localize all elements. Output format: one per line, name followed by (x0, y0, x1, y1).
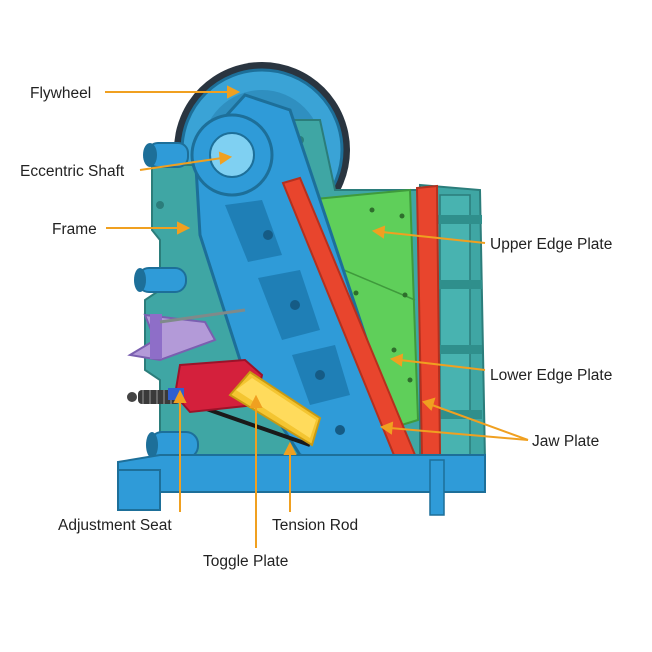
leader-lines (105, 85, 529, 548)
label-toggle-plate: Toggle Plate (203, 553, 288, 570)
fixed-jaw-plate-part (415, 184, 442, 460)
bracket-part (127, 308, 246, 362)
toggle-plate-part (228, 370, 322, 447)
leader-jaw-plate-2 (389, 427, 529, 441)
crusher-illustration (117, 62, 487, 516)
label-eccentric-shaft: Eccentric Shaft (20, 163, 125, 180)
label-jaw-plate: Jaw Plate (532, 433, 599, 450)
base-part (117, 454, 486, 516)
pipes-part (134, 267, 199, 459)
leader-lower-edge-plate (399, 359, 486, 371)
label-adjustment-seat: Adjustment Seat (58, 517, 172, 534)
label-lower-edge-plate: Lower Edge Plate (490, 367, 612, 384)
leader-upper-edge-plate (381, 231, 486, 244)
part-labels: Flywheel Eccentric Shaft Frame Upper Edg… (20, 85, 612, 570)
leader-jaw-plate-1 (431, 404, 529, 441)
label-frame: Frame (52, 221, 97, 238)
label-flywheel: Flywheel (30, 85, 91, 102)
leader-eccentric-shaft (139, 157, 223, 171)
eccentric-shaft-part (143, 113, 274, 197)
label-upper-edge-plate: Upper Edge Plate (490, 236, 612, 253)
label-tension-rod: Tension Rod (272, 517, 358, 534)
